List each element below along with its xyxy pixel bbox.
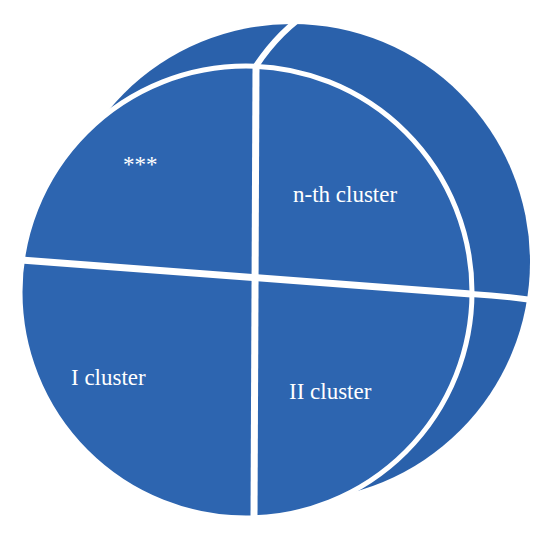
cluster-sector: I cluster bbox=[71, 363, 146, 393]
horizontal-divider bbox=[21, 260, 471, 294]
cluster-label: II cluster bbox=[289, 377, 371, 407]
vertical-divider bbox=[254, 66, 256, 518]
cluster-sector: II cluster bbox=[289, 377, 371, 407]
cluster-sector: n-th cluster bbox=[293, 180, 397, 210]
rim-divider bbox=[471, 294, 532, 300]
cluster-sector: *** bbox=[123, 150, 158, 180]
disk-face bbox=[20, 66, 472, 518]
cluster-label: I cluster bbox=[71, 363, 146, 393]
cluster-label: *** bbox=[123, 150, 158, 180]
rim-divider bbox=[256, 10, 312, 66]
cluster-label: n-th cluster bbox=[293, 180, 397, 210]
